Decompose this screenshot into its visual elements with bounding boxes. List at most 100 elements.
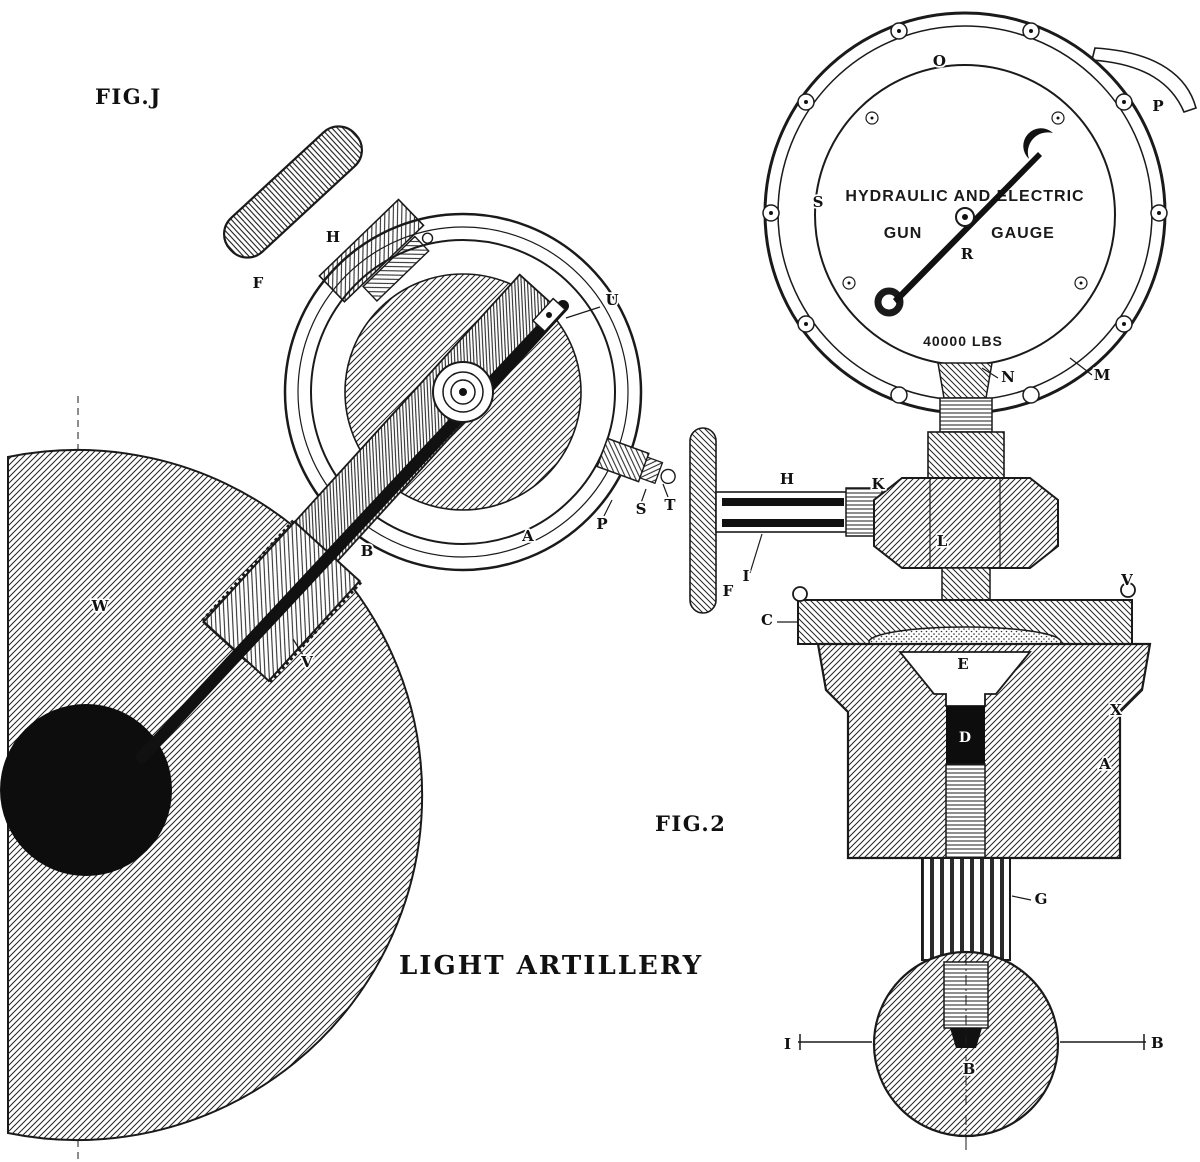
face-screws xyxy=(842,111,1088,290)
screw-dot xyxy=(1122,322,1126,326)
needle-shaft xyxy=(893,152,1042,304)
label-f2-V: V xyxy=(1120,571,1133,589)
needle-tail-ring xyxy=(874,287,904,317)
dial-neck xyxy=(937,362,993,399)
label-f1-F: F xyxy=(253,274,264,292)
screw xyxy=(890,386,908,404)
label-f1-U: U xyxy=(605,291,618,309)
screw-dot xyxy=(1079,281,1083,285)
fig1-caption: LIGHT ARTILLERY xyxy=(399,951,703,981)
screw xyxy=(865,111,879,125)
label-f2-E: E xyxy=(957,655,968,673)
stem-pin xyxy=(421,232,434,244)
label-f2-I-line: I xyxy=(784,1035,791,1053)
leader-m xyxy=(1069,357,1093,376)
dial-word-gauge: GAUGE xyxy=(991,225,1055,242)
dial-reading: 40000 LBS xyxy=(923,333,1003,349)
screw-dot xyxy=(769,211,773,215)
cap-ear-right xyxy=(1120,582,1136,598)
label-f2-O: O xyxy=(933,52,946,70)
label-f2-H: H xyxy=(780,470,794,488)
hand-knob-group xyxy=(222,125,364,259)
leader-p xyxy=(603,499,613,517)
label-f1-S: S xyxy=(636,500,647,518)
plunger-block xyxy=(946,706,985,764)
handle-rod-top xyxy=(722,498,844,506)
label-f2-F: F xyxy=(723,582,734,600)
screw-dot xyxy=(1157,211,1161,215)
screw-dot xyxy=(897,29,901,33)
screw-dot xyxy=(1122,100,1126,104)
leader-g xyxy=(1011,895,1032,901)
leader-s xyxy=(640,488,647,504)
label-f2-S: S xyxy=(813,193,824,211)
label-f2-L: L xyxy=(937,532,948,550)
needle-pivot-dot xyxy=(962,214,968,220)
fitting-cap xyxy=(639,456,664,485)
screw xyxy=(842,276,856,290)
screw-dot xyxy=(870,116,874,120)
gauge-rim-mid xyxy=(297,226,629,558)
fig2-title: FIG.2 xyxy=(655,811,726,836)
screw-dot xyxy=(804,322,808,326)
screw-dot xyxy=(804,100,808,104)
label-f2-G: G xyxy=(1035,890,1048,908)
label-f1-A: A xyxy=(521,527,534,545)
label-f1-V: V xyxy=(300,653,313,671)
label-f2-B-line: B xyxy=(1151,1034,1164,1052)
label-f1-H: H xyxy=(326,228,340,246)
fitting-screw xyxy=(660,468,676,485)
leader-u xyxy=(565,306,601,319)
knurled-handle xyxy=(222,125,364,259)
block-serration-top xyxy=(269,581,363,684)
label-f2-M: M xyxy=(1094,366,1111,384)
boss-pin xyxy=(459,388,467,396)
threaded-stem xyxy=(939,397,993,433)
clevis-pin xyxy=(546,312,552,318)
handle-rod-bottom xyxy=(722,519,844,527)
label-f2-D: D xyxy=(959,730,971,746)
screw-dot xyxy=(1029,29,1033,33)
screw-dot xyxy=(847,281,851,285)
boss-mid xyxy=(442,371,484,413)
leader-v xyxy=(292,638,304,656)
screw xyxy=(1051,111,1065,125)
leader-i xyxy=(749,533,763,574)
inner-threaded-rod xyxy=(945,763,986,859)
tee-handle xyxy=(689,427,717,614)
label-f1-T: T xyxy=(664,496,676,514)
block-serration-bottom xyxy=(201,519,294,622)
boss-inner xyxy=(450,379,476,405)
screw-dot xyxy=(1056,116,1060,120)
fig1-group: FIG.J F H U B A P S T V W LIGHT ARTILLER… xyxy=(0,83,703,1160)
label-f1-P: P xyxy=(596,515,607,533)
gauge-rim-outer xyxy=(283,212,643,572)
fitting-group xyxy=(596,437,676,485)
bezel-screws xyxy=(762,22,1168,404)
screw xyxy=(1022,386,1040,404)
label-f2-C: C xyxy=(761,611,773,629)
fig1-title: FIG.J xyxy=(95,84,162,109)
cap-ear-left xyxy=(792,586,808,602)
needle-crescent-tip xyxy=(1023,128,1053,159)
leader-t xyxy=(662,483,669,498)
screw xyxy=(1074,276,1088,290)
label-f2-B-ball: B xyxy=(963,1060,976,1078)
dial-word-gun: GUN xyxy=(884,225,923,242)
label-f2-I-handle: I xyxy=(742,567,749,585)
top-hook xyxy=(1090,47,1197,113)
gauge-rim-inner xyxy=(310,239,616,545)
label-f2-R: R xyxy=(961,245,974,263)
label-f2-X: X xyxy=(1110,701,1122,719)
label-f1-W: W xyxy=(91,597,110,615)
nut-neck xyxy=(941,567,991,605)
lever-rod xyxy=(136,300,569,763)
label-f2-K: K xyxy=(871,475,885,493)
leader-n xyxy=(981,367,999,379)
dial-line1: HYDRAULIC AND ELECTRIC xyxy=(845,188,1084,205)
hex-nut xyxy=(873,477,1059,569)
stem-collar xyxy=(927,431,1005,479)
label-f1-B: B xyxy=(361,542,374,560)
